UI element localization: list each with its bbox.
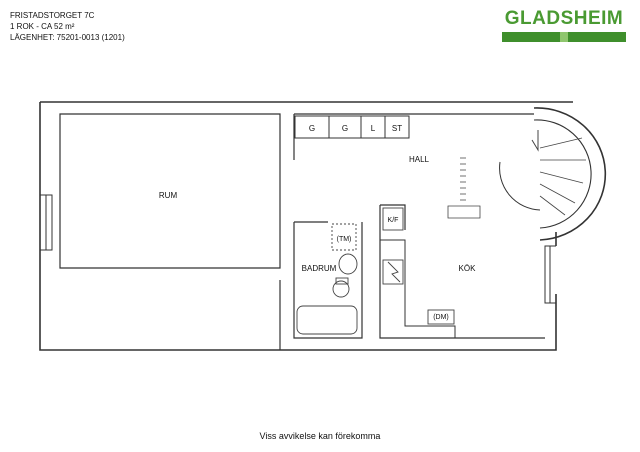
sink: [338, 253, 358, 275]
stove-symbol: [387, 261, 401, 283]
dishwasher: [427, 309, 455, 325]
address-text: FRISTADSTORGET 7C: [10, 11, 95, 20]
outer-walls: [39, 101, 607, 351]
closet-label-2: G: [342, 124, 348, 133]
toilet-tank: [335, 277, 349, 285]
closet-4: [384, 115, 410, 139]
closet-label-4: ST: [392, 124, 402, 133]
closet-label-1: G: [309, 124, 315, 133]
room-label-hall: HALL: [409, 155, 430, 164]
toilet: [332, 280, 350, 298]
gladsheim-logo: GLADSHEIM: [502, 8, 626, 42]
dishwasher-label: (DM): [433, 314, 449, 321]
room-label-badrum: BADRUM: [302, 264, 337, 273]
plan-header: FRISTADSTORGET 7C 1 ROK - CA 52 m² LÄGEN…: [10, 10, 125, 43]
apartment-id-text: LÄGENHET: 75201-0013 (1201): [10, 33, 125, 42]
stairs: [447, 130, 586, 219]
logo-text: GLADSHEIM: [504, 8, 624, 29]
room-label-kok: KÖK: [459, 264, 477, 273]
fridge: [382, 207, 404, 231]
size-text: 1 ROK - CA 52 m²: [10, 22, 75, 31]
disclaimer-text: Viss avvikelse kan förekomma: [259, 431, 381, 441]
stove: [382, 259, 404, 285]
room-label-rum: RUM: [159, 191, 178, 200]
fridge-label: K/F: [388, 217, 399, 224]
bathroom-fixtures: [296, 223, 358, 335]
closet-label-3: L: [371, 124, 376, 133]
kitchen-fixtures: [382, 207, 455, 325]
washer-label: (TM): [337, 236, 352, 243]
closets: [294, 115, 410, 139]
logo-bar: [502, 32, 626, 42]
bathtub: [296, 305, 358, 335]
logo-bar-accent: [560, 32, 568, 42]
washer-outline: [331, 223, 357, 251]
